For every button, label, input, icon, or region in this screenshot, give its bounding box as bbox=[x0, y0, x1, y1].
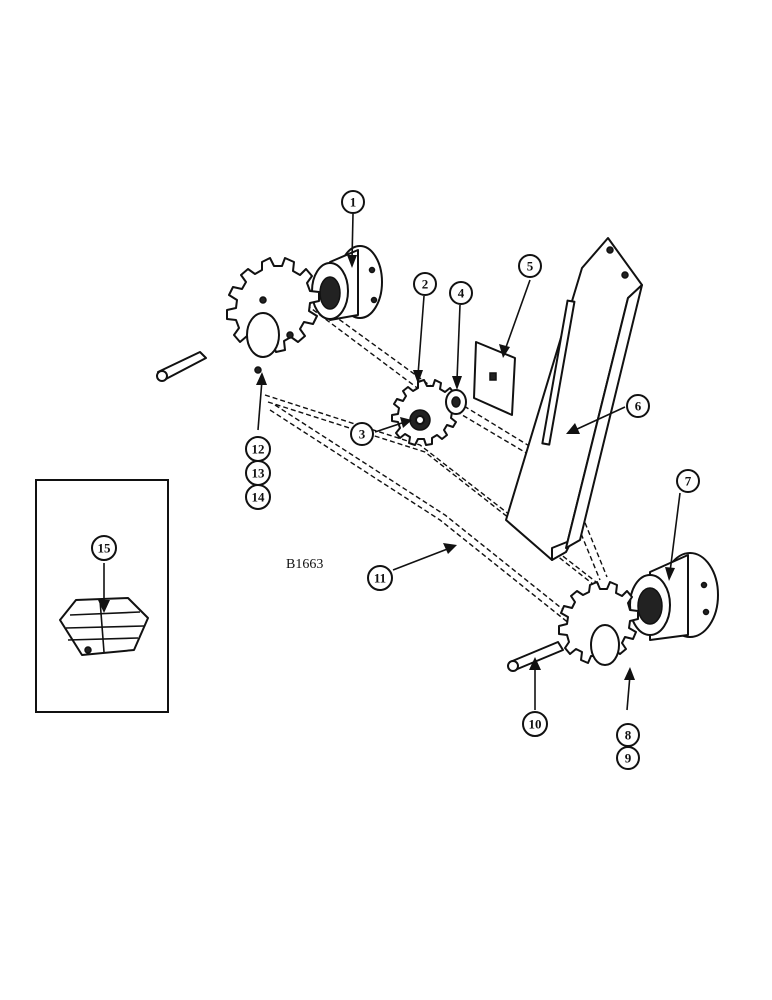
callout-8: 8 bbox=[616, 723, 640, 747]
sprocket-right bbox=[558, 581, 639, 666]
callout-12: 12 bbox=[245, 436, 271, 462]
callout-13-label: 13 bbox=[252, 466, 266, 481]
inset-box bbox=[35, 479, 169, 713]
callout-6: 6 bbox=[626, 394, 650, 418]
cotter-pin-right bbox=[507, 641, 564, 672]
callout-5-label: 5 bbox=[527, 259, 534, 274]
callout-4: 4 bbox=[449, 281, 473, 305]
idler-bracket bbox=[505, 237, 643, 561]
cotter-pin-left bbox=[156, 351, 207, 382]
spacer-bushing bbox=[445, 389, 467, 415]
callout-7: 7 bbox=[676, 469, 700, 493]
callout-15-label: 15 bbox=[98, 541, 112, 556]
callout-10-label: 10 bbox=[529, 717, 542, 732]
idler-sprocket bbox=[391, 379, 459, 446]
callout-8-label: 8 bbox=[625, 728, 632, 743]
callout-1-label: 1 bbox=[350, 195, 357, 210]
wooden-block bbox=[59, 597, 149, 656]
callout-12-label: 12 bbox=[252, 442, 265, 457]
callout-7-label: 7 bbox=[685, 474, 692, 489]
reference-code: B1663 bbox=[286, 557, 323, 572]
callout-13: 13 bbox=[245, 460, 271, 486]
square-plate bbox=[473, 341, 516, 416]
flange-bearing-right bbox=[629, 552, 719, 641]
callout-2: 2 bbox=[413, 272, 437, 296]
callout-3: 3 bbox=[350, 422, 374, 446]
callout-5: 5 bbox=[518, 254, 542, 278]
flange-bearing-top bbox=[311, 245, 383, 321]
callout-11: 11 bbox=[367, 565, 393, 591]
callout-14-label: 14 bbox=[252, 490, 266, 505]
callout-9-label: 9 bbox=[625, 751, 632, 766]
callout-3-label: 3 bbox=[359, 427, 366, 442]
leader-lines bbox=[98, 213, 681, 711]
callout-9: 9 bbox=[616, 746, 640, 770]
callout-15: 15 bbox=[91, 535, 117, 561]
callout-11-label: 11 bbox=[374, 571, 386, 586]
callout-10: 10 bbox=[522, 711, 548, 737]
callout-14: 14 bbox=[245, 484, 271, 510]
large-sprocket-left bbox=[226, 257, 320, 374]
callout-4-label: 4 bbox=[458, 286, 465, 301]
callout-6-label: 6 bbox=[635, 399, 642, 414]
callout-2-label: 2 bbox=[422, 277, 429, 292]
callout-1: 1 bbox=[341, 190, 365, 214]
